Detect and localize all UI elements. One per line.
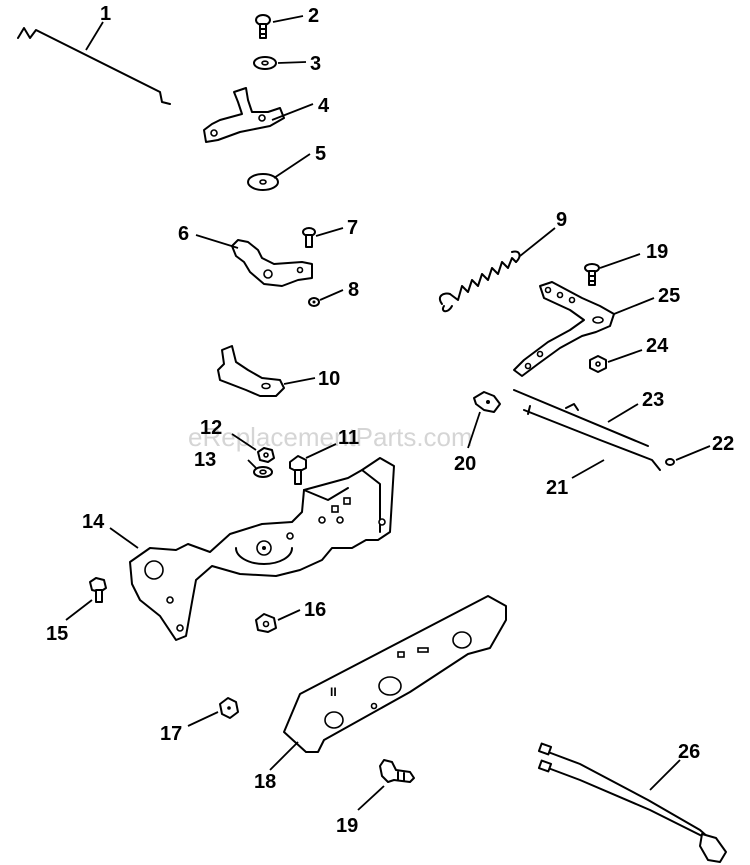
callout-18: 18 bbox=[254, 771, 276, 793]
callouts: 1 2 3 4 5 6 7 8 9 10 11 12 13 14 15 16 1… bbox=[46, 3, 734, 837]
leader-lines bbox=[65, 15, 711, 811]
part-24-nut bbox=[589, 355, 607, 373]
leader-19a bbox=[357, 785, 385, 811]
callout-20: 20 bbox=[454, 453, 476, 475]
part-1-link-rod bbox=[17, 27, 171, 105]
leader-7 bbox=[315, 227, 344, 237]
leader-14 bbox=[109, 527, 139, 549]
leader-17 bbox=[187, 711, 219, 727]
part-20-clip bbox=[473, 391, 501, 413]
callout-12: 12 bbox=[200, 417, 222, 439]
leader-13 bbox=[247, 459, 257, 469]
part-8-nut bbox=[308, 297, 320, 307]
callout-13: 13 bbox=[194, 449, 216, 471]
leader-10 bbox=[283, 377, 316, 385]
leader-25 bbox=[613, 297, 655, 315]
callout-19-lower: 19 bbox=[336, 815, 358, 837]
leader-19b bbox=[599, 253, 641, 269]
callout-17: 17 bbox=[160, 723, 182, 745]
part-22-clip bbox=[665, 458, 675, 466]
callout-9: 9 bbox=[556, 209, 567, 231]
leader-8 bbox=[319, 289, 344, 301]
part-7-screw bbox=[302, 227, 316, 248]
part-13-washer bbox=[253, 466, 273, 478]
panel-mark: II bbox=[330, 685, 337, 699]
leader-1 bbox=[85, 21, 104, 51]
callout-25: 25 bbox=[658, 285, 680, 307]
leader-24 bbox=[607, 349, 643, 363]
callout-19-upper: 19 bbox=[646, 241, 668, 263]
callout-3: 3 bbox=[310, 53, 321, 75]
callout-14: 14 bbox=[82, 511, 105, 533]
callout-2: 2 bbox=[308, 5, 319, 27]
callout-16: 16 bbox=[304, 599, 326, 621]
part-16-nut bbox=[255, 613, 277, 633]
leader-18 bbox=[269, 741, 299, 771]
part-4-lever-bracket bbox=[203, 87, 285, 143]
part-2-screw bbox=[255, 14, 271, 39]
leader-16 bbox=[277, 609, 301, 621]
callout-22: 22 bbox=[712, 433, 734, 455]
part-5-washer bbox=[247, 173, 279, 191]
part-19-screw-lower bbox=[379, 759, 415, 783]
part-19-screw-upper bbox=[584, 263, 600, 286]
leader-22 bbox=[675, 445, 711, 461]
part-23-rod bbox=[513, 389, 649, 447]
part-10-lever-plate bbox=[217, 345, 285, 397]
callout-5: 5 bbox=[315, 143, 326, 165]
leader-11 bbox=[305, 443, 337, 459]
callout-24: 24 bbox=[646, 335, 669, 357]
leader-9 bbox=[519, 227, 556, 257]
part-6-governor-lever bbox=[231, 239, 313, 287]
callout-1: 1 bbox=[100, 3, 111, 25]
callout-11: 11 bbox=[338, 427, 359, 449]
callout-8: 8 bbox=[348, 279, 359, 301]
part-3-washer bbox=[253, 56, 277, 70]
leader-2 bbox=[272, 15, 304, 23]
callout-6: 6 bbox=[178, 223, 189, 245]
leader-12 bbox=[231, 433, 257, 451]
callout-10: 10 bbox=[318, 368, 340, 390]
part-15-screw bbox=[89, 577, 107, 603]
leader-4 bbox=[271, 103, 314, 121]
callout-21: 21 bbox=[546, 477, 568, 499]
callout-7: 7 bbox=[347, 217, 358, 239]
callout-26: 26 bbox=[678, 741, 700, 763]
part-21-rod bbox=[523, 405, 661, 471]
leader-3 bbox=[277, 61, 307, 64]
part-11-screw bbox=[289, 455, 307, 485]
part-14-control-bracket bbox=[129, 457, 395, 641]
part-17-nut bbox=[219, 697, 239, 719]
part-12-nut bbox=[257, 447, 275, 463]
leader-6 bbox=[195, 234, 239, 249]
part-25-lever-arm bbox=[513, 281, 615, 377]
leader-20 bbox=[467, 411, 481, 449]
leader-26 bbox=[649, 759, 681, 791]
callout-23: 23 bbox=[642, 389, 664, 411]
callout-4: 4 bbox=[318, 95, 330, 117]
part-26-wire-harness bbox=[537, 742, 727, 863]
part-18-panel-plate: II bbox=[283, 595, 507, 753]
leader-15 bbox=[65, 599, 93, 621]
leader-23 bbox=[607, 403, 639, 423]
callout-15: 15 bbox=[46, 623, 68, 645]
leader-5 bbox=[273, 153, 311, 179]
leader-21 bbox=[571, 459, 605, 479]
part-9-spring bbox=[438, 250, 521, 313]
